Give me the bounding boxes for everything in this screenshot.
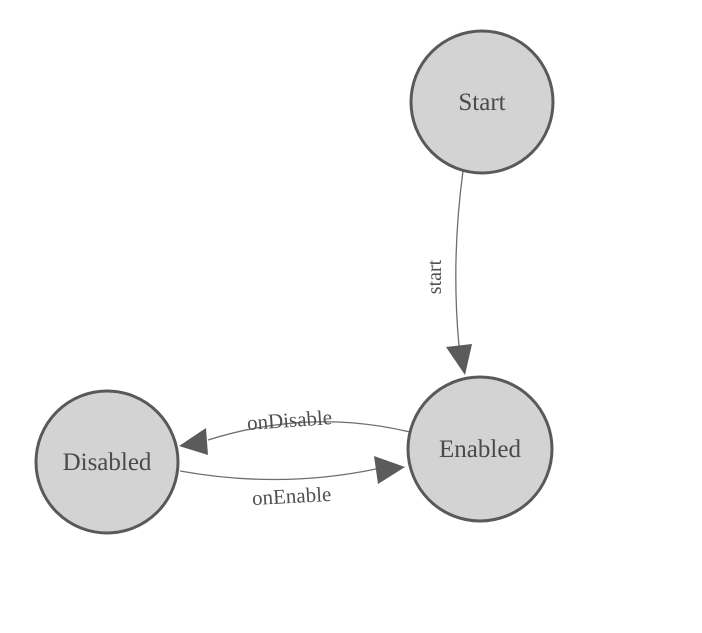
arrowhead-right-icon xyxy=(374,456,405,484)
state-node-enabled-label: Enabled xyxy=(439,436,521,463)
state-node-disabled-circle xyxy=(34,389,180,535)
transition-label-ondisable: onDisable xyxy=(246,405,333,435)
state-node-enabled-circle xyxy=(406,375,554,523)
transition-disabled-to-enabled: onEnable xyxy=(179,456,405,510)
state-node-disabled-label: Disabled xyxy=(63,449,152,476)
state-node-start-circle xyxy=(409,29,555,175)
state-node-start: Start xyxy=(409,29,555,175)
transition-label-start: start xyxy=(424,259,446,294)
state-node-disabled: Disabled xyxy=(34,389,180,535)
state-node-start-label: Start xyxy=(458,89,505,116)
transition-onenable-line xyxy=(179,468,377,481)
transition-enabled-to-disabled: onDisable xyxy=(179,405,411,455)
transition-label-onenable: onEnable xyxy=(251,482,331,510)
arrowhead-down-icon xyxy=(446,344,472,375)
arrowhead-left-icon xyxy=(179,428,208,455)
state-node-enabled: Enabled xyxy=(406,375,554,523)
transition-start-line xyxy=(455,170,464,347)
transition-ondisable-line xyxy=(207,421,411,441)
transition-start-to-enabled: start xyxy=(424,170,472,375)
